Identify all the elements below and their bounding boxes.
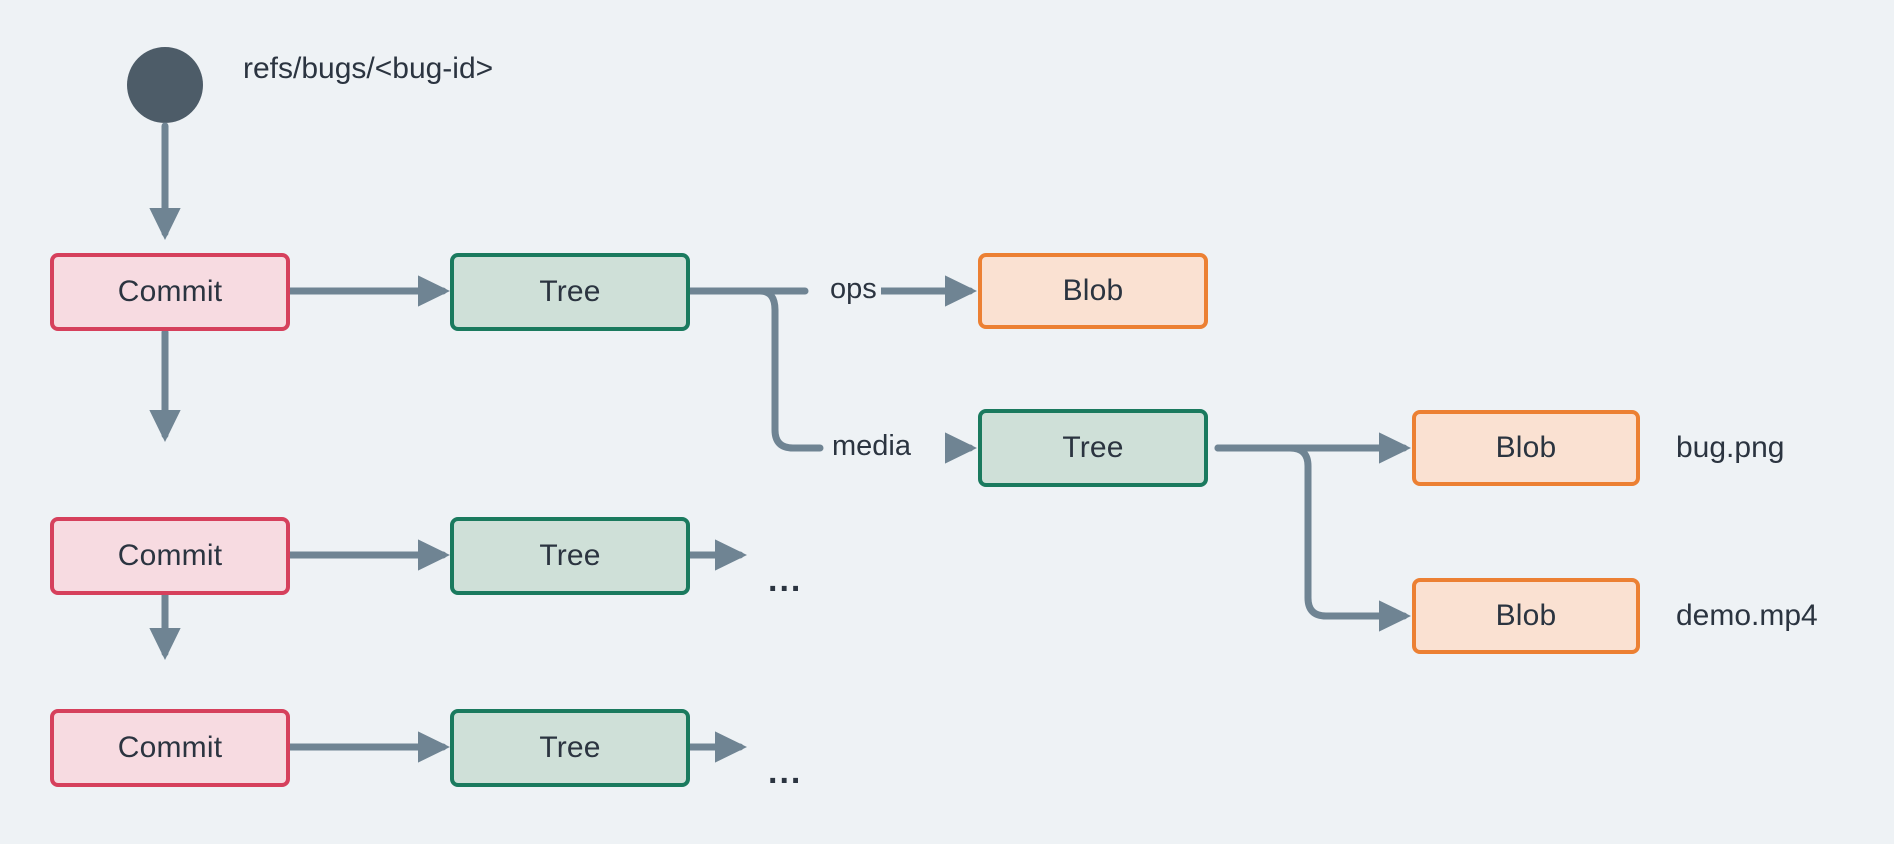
node-blob-ops[interactable]: Blob: [978, 253, 1208, 329]
node-commit-1[interactable]: Commit: [50, 253, 290, 331]
edge-tree1-to-media: [686, 287, 824, 452]
edge-label-ops: ops: [826, 273, 881, 306]
node-commit-2[interactable]: Commit: [50, 517, 290, 595]
node-tree-root-3[interactable]: Tree: [450, 709, 690, 787]
edge-label-media: media: [828, 430, 915, 463]
file-label-demo-mp4: demo.mp4: [1676, 599, 1818, 632]
node-tree-root-2[interactable]: Tree: [450, 517, 690, 595]
node-blob-demo-mp4[interactable]: Blob: [1412, 578, 1640, 654]
node-commit-3[interactable]: Commit: [50, 709, 290, 787]
file-label-bug-png: bug.png: [1676, 431, 1785, 464]
ref-name-label: refs/bugs/<bug-id>: [243, 52, 494, 85]
edge-treemedia-to-blob-demomp4: [1214, 444, 1412, 632]
node-blob-bug-png[interactable]: Blob: [1412, 410, 1640, 486]
ellipsis-tree-2-more: ...: [768, 561, 803, 599]
root-ref-circle: [127, 47, 203, 123]
node-tree-root-1[interactable]: Tree: [450, 253, 690, 331]
ellipsis-tree-3-more: ...: [768, 753, 803, 791]
node-tree-media[interactable]: Tree: [978, 409, 1208, 487]
